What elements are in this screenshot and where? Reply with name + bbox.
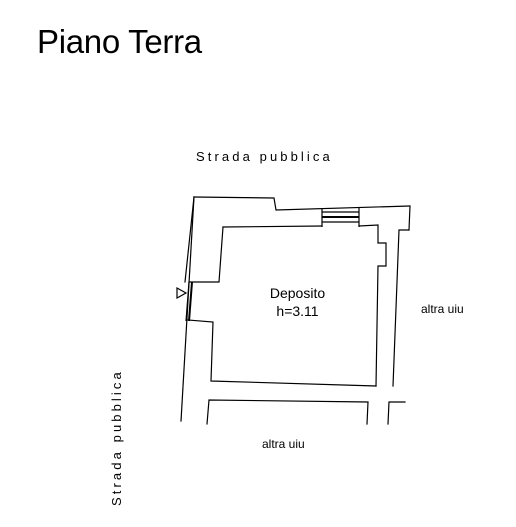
partition-wall-right	[392, 229, 410, 387]
inner-wall-top-right	[358, 224, 387, 387]
inner-wall-outline	[188, 226, 224, 283]
window-top	[321, 208, 360, 227]
street-label-top: Strada pubblica	[196, 149, 333, 164]
neighbor-unit-right-label: altra uiu	[421, 302, 464, 316]
street-label-left: Strada pubblica	[109, 369, 124, 506]
entrance-arrow-icon	[176, 286, 188, 300]
page-title: Piano Terra	[37, 23, 202, 60]
lower-unit-right	[387, 401, 406, 425]
inner-wall-bottom	[187, 319, 377, 387]
lower-unit-left	[206, 399, 369, 425]
room-height-label: h=3.11	[276, 303, 319, 319]
outer-wall-left-upper	[184, 196, 195, 283]
room-name-label: Deposito	[269, 285, 326, 301]
inner-wall-top	[222, 225, 323, 228]
neighbor-unit-bottom-label: altra uiu	[262, 437, 305, 451]
entrance-door	[185, 281, 193, 322]
outer-wall-outline	[193, 196, 410, 211]
partition-wall-right-outer	[408, 205, 411, 231]
